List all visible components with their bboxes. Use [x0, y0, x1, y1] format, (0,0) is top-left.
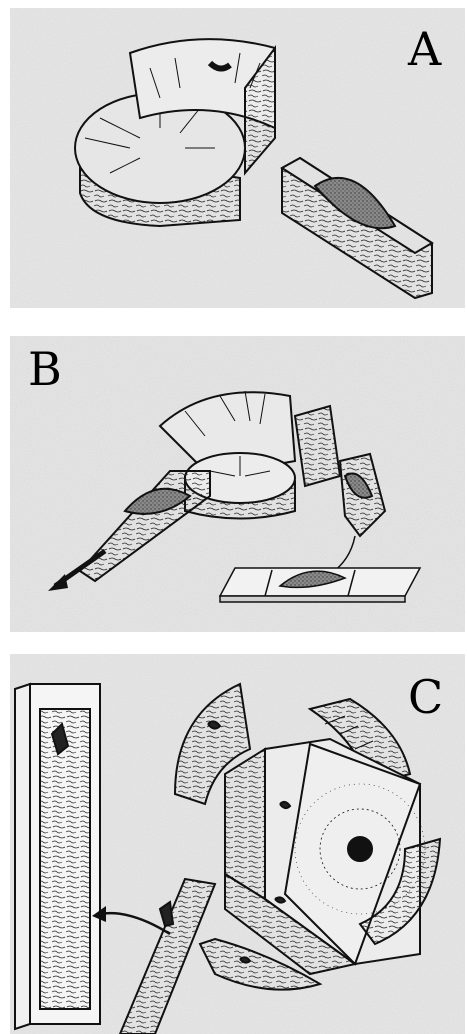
panel-b-illustration: [10, 336, 465, 632]
mounted-slide: [15, 684, 100, 1029]
panel-label-a: A: [408, 26, 441, 72]
glass-slide: [220, 568, 420, 602]
panel-label-c: C: [408, 674, 443, 720]
panel-c: C: [10, 654, 465, 1034]
panel-a-illustration: [10, 8, 465, 308]
panel-a: A: [10, 8, 465, 308]
panel-label-b: B: [28, 346, 62, 392]
panel-b: B: [10, 336, 465, 632]
panel-c-illustration: [10, 654, 465, 1034]
